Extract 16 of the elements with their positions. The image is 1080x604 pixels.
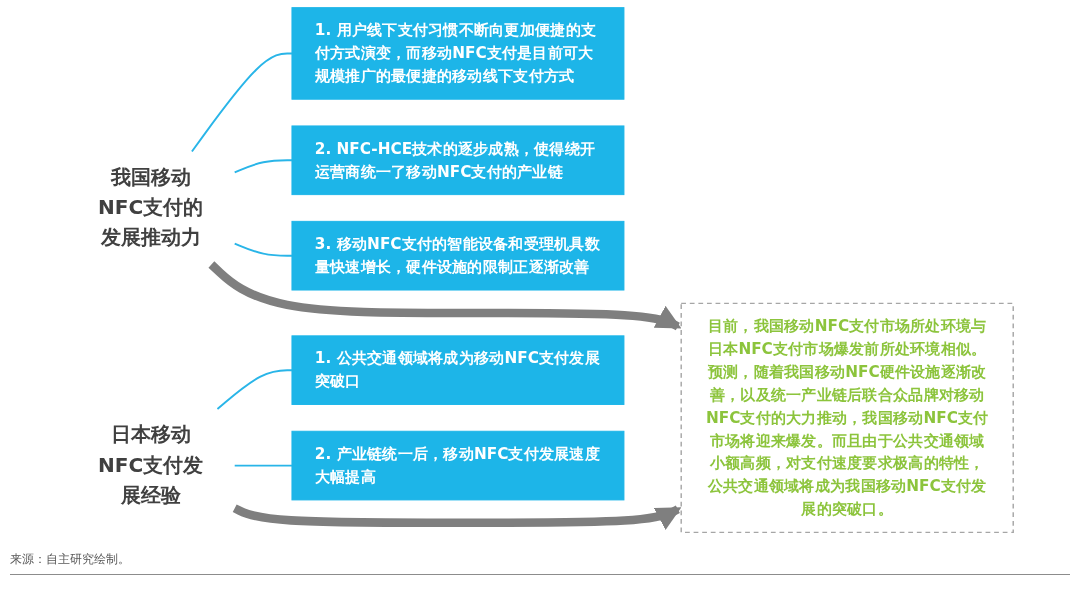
connector-line — [216, 369, 293, 410]
group-heading: 日本移动NFC支付发展经验 — [98, 423, 204, 507]
source-note: 来源：自主研究绘制。 — [10, 552, 130, 566]
connector-line — [233, 242, 293, 257]
text-box: 1. 用户线下支付习惯不断向更加便捷的支付方式演变，而移动NFC支付是目前可大规模推广的最便捷的移动线下支付方式 — [291, 7, 625, 100]
group-heading: 我国移动NFC支付的发展推动力 — [98, 165, 204, 249]
text-box: 2. 产业链统一后，移动NFC支付发展速度大幅提高 — [291, 430, 625, 501]
block-arrow — [232, 504, 682, 530]
connector-line — [190, 52, 293, 153]
dashed-text-box: 目前，我国移动NFC支付市场所处环境与日本NFC支付市场爆发前所处环境相似。预测，随着我国移动NFC硬件设施逐渐改善，以及统一产业链后联合众品牌对移动NFC支付的大力推动，我国移动NFC支付市场将迎来爆发。而且由于公共交通领域小额高频，对支付速度要求极高的特性，公共交通领域将成为我国移动NFC支付发展的突破口。 — [680, 302, 1014, 534]
text-box: 3. 移动NFC支付的智能设备和受理机具数量快速增长，硬件设施的限制正逐渐改善 — [291, 220, 625, 291]
connector-line — [233, 159, 293, 174]
connector-line — [233, 464, 293, 467]
text-box: 1. 公共交通领域将成为移动NFC支付发展突破口 — [291, 335, 625, 405]
block-arrow — [208, 261, 682, 331]
text-box: 2. NFC-HCE技术的逐步成熟，使得绕开运营商统一了移动NFC支付的产业链 — [291, 125, 625, 196]
